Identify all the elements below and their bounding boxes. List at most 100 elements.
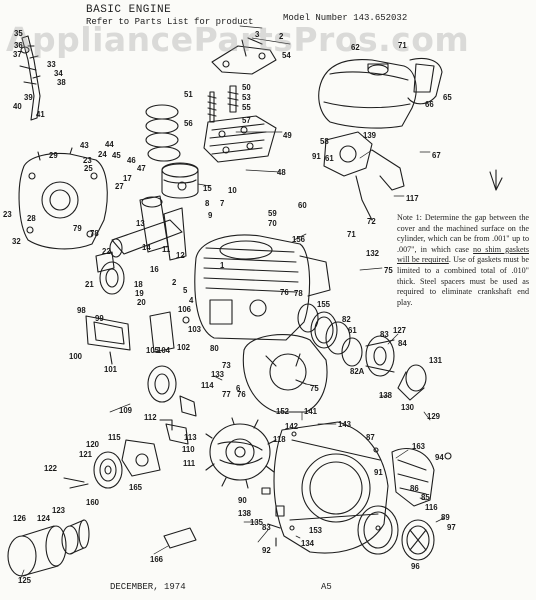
part-callout: 116 [425,503,438,512]
fuel-tank [318,57,443,129]
part-callout: 142 [285,422,299,431]
note-text-underlined: no shim gaskets will be required [397,244,529,265]
spark-plug [147,365,197,417]
part-callout: 16 [150,265,159,274]
part-callout: 8 [205,199,210,208]
carburetor-linkage [323,131,405,221]
part-callout: 160 [86,498,100,507]
part-callout: 134 [301,539,315,548]
part-callout: 28 [27,214,36,223]
starter-cup [397,364,427,401]
oil-seal-rings [297,303,363,367]
diagram-title: BASIC ENGINE [86,4,172,16]
part-callout: 12 [176,251,185,260]
part-callout: 54 [282,51,291,60]
part-callout: 4 [189,296,194,305]
part-callout: 111 [183,459,196,468]
part-callout: 43 [80,141,89,150]
part-callout: 2 [279,32,284,41]
part-callout: 37 [13,50,22,59]
ignition-parts [121,419,189,477]
part-callout: 82A [350,367,365,376]
part-callout: 124 [37,514,51,523]
part-callout: 78 [90,229,99,238]
part-callout: 2 [172,278,177,287]
part-callout: 56 [184,119,193,128]
part-callout: 131 [429,356,443,365]
engine-shroud [273,421,389,554]
part-callout: 65 [443,93,452,102]
note-1: Note 1: Determine the gap between the co… [397,213,529,308]
breather-gasket [85,315,131,351]
part-callout: 135 [250,518,264,527]
oil-filler-tube [19,35,41,121]
part-callout: 102 [177,343,191,352]
part-callout: 35 [14,29,23,38]
part-callout: 106 [178,305,192,314]
part-callout: 152 [276,407,290,416]
part-callout: 45 [112,151,121,160]
gear [99,261,125,295]
part-callout: 79 [73,224,82,233]
part-callout: 132 [366,249,380,258]
part-callout: 61 [348,326,357,335]
flywheel [205,417,277,489]
part-callout: 87 [366,433,375,442]
part-callout: 33 [47,60,56,69]
part-callout: 41 [36,110,45,119]
part-callout: 99 [95,314,104,323]
part-callout: 100 [69,352,83,361]
note-text-after: . Use of gaskets must be limited to a co… [397,255,529,307]
part-callout: 97 [447,523,456,532]
part-callout: 5 [183,286,188,295]
part-callout: 66 [425,100,434,109]
part-callout: 36 [14,41,23,50]
part-callout: 118 [273,435,286,444]
part-callout: 139 [363,131,377,140]
part-callout: 13 [136,219,145,228]
part-callout: 141 [304,407,318,416]
part-callout: 112 [144,413,157,422]
part-callout: 57 [242,116,251,125]
part-callout: 47 [137,164,146,173]
part-callout: 120 [86,440,100,449]
part-callout: 72 [367,217,376,226]
part-callout: 21 [85,280,94,289]
part-callout: 34 [54,69,63,78]
part-callout: 60 [298,201,307,210]
rotating-screen [357,505,435,561]
blower-housing [242,334,328,413]
small-clips [261,487,285,547]
part-callout: 138 [238,509,252,518]
part-callout: 71 [347,230,356,239]
part-callout: 27 [115,182,124,191]
part-callout: 15 [203,184,212,193]
part-callout: 121 [79,450,93,459]
part-callout: 75 [310,384,319,393]
part-callout: 71 [398,41,407,50]
part-callout: 22 [102,247,111,256]
part-callout: 39 [24,93,33,102]
part-callout: 83 [262,523,271,532]
part-callout: 83 [380,330,389,339]
part-callout: 82 [342,315,351,324]
part-callout: 76 [237,390,246,399]
diagram-subtitle: Refer to Parts List for product [86,17,254,27]
part-callout: 91 [312,152,321,161]
part-callout: 51 [184,90,193,99]
rewind-starter [391,448,452,507]
part-callout: 109 [119,406,133,415]
part-callout: 126 [13,514,27,523]
part-callout: 98 [77,306,86,315]
part-callout: 70 [268,219,277,228]
part-callout: 127 [393,326,407,335]
part-callout: 84 [398,339,407,348]
part-callout: 23 [3,210,12,219]
part-callout: 23 [83,156,92,165]
shaft-key [163,527,197,549]
part-callout: 50 [242,83,251,92]
leader-lines [19,25,445,581]
part-callout: 129 [427,412,441,421]
part-callout: 125 [18,576,32,585]
